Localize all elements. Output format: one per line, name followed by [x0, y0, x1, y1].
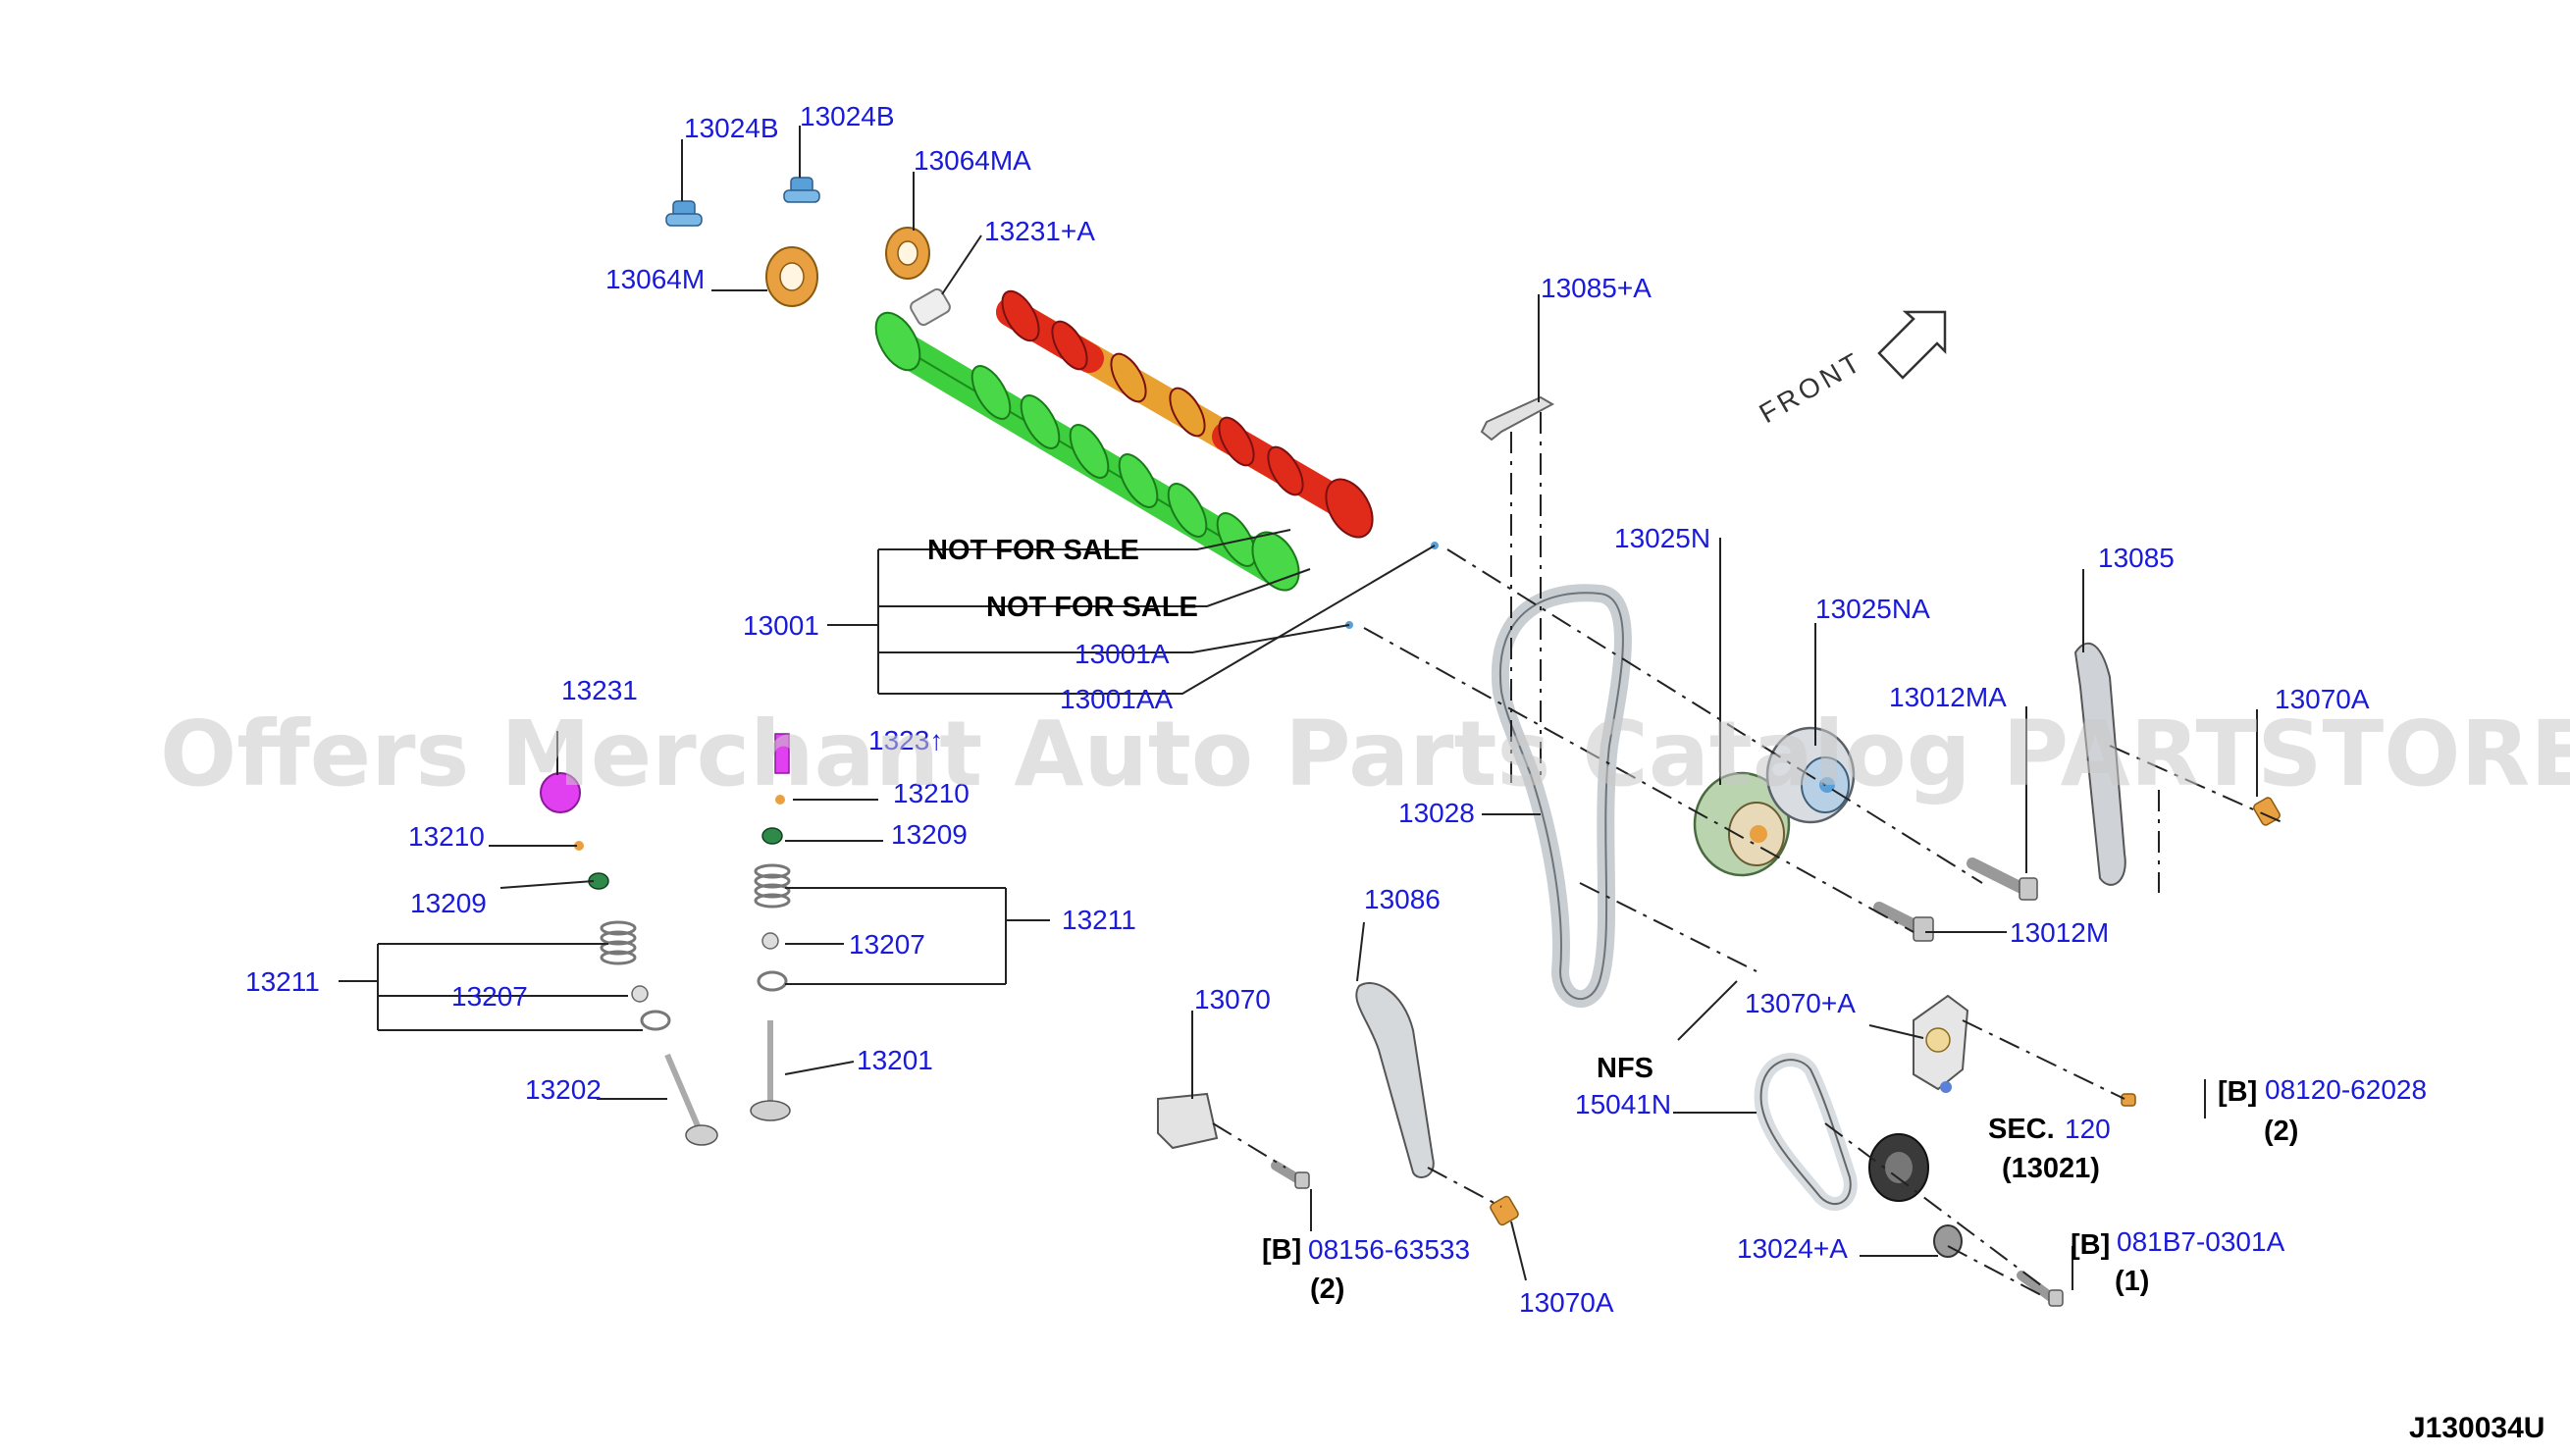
bushing-icon: [910, 287, 951, 327]
front-arrow-icon: [1877, 310, 1947, 380]
label-b-tag-081B7: [B]: [2071, 1229, 2110, 1261]
valve-washer-left-icon: [640, 1010, 671, 1031]
label-13025NA[interactable]: 13025NA: [1815, 594, 1930, 624]
sprocket-bolt-upper-icon: [1967, 858, 2038, 901]
label-13210-right[interactable]: 13210: [893, 778, 970, 808]
chain-slack-guide-icon: [1355, 982, 1435, 1178]
label-nfs: NFS: [1597, 1053, 1653, 1084]
label-not-for-sale-1: NOT FOR SALE: [927, 535, 1139, 566]
bolt-08120-icon: [2121, 1093, 2136, 1107]
oil-pump-chain-icon: [1754, 1053, 1858, 1211]
diagram-code: J130034U: [2409, 1412, 2544, 1444]
label-13201[interactable]: 13201: [857, 1045, 933, 1075]
label-13209-right[interactable]: 13209: [891, 819, 968, 850]
label-13211-right[interactable]: 13211: [1062, 905, 1136, 935]
valve-seat-right-icon: [761, 932, 779, 950]
camshaft-bolt-left-icon: [665, 200, 703, 227]
cam-sensor-plate-left-icon: [765, 246, 818, 307]
label-qty-08120: (2): [2264, 1116, 2298, 1147]
label-13085[interactable]: 13085: [2098, 543, 2175, 573]
label-13064MA[interactable]: 13064MA: [914, 145, 1031, 176]
oil-pump-tensioner-icon: [1913, 994, 1969, 1093]
intake-camshaft-icon: [874, 311, 1300, 592]
valve-washer-right-icon: [757, 970, 788, 992]
label-13207-left[interactable]: 13207: [451, 981, 528, 1012]
label-13070A-right[interactable]: 13070A: [2275, 684, 2370, 714]
label-13024B-right[interactable]: 13024B: [800, 101, 895, 131]
label-13012MA[interactable]: 13012MA: [1889, 682, 2007, 712]
label-13085A[interactable]: 13085+A: [1541, 273, 1652, 303]
label-13070[interactable]: 13070: [1194, 984, 1271, 1014]
label-13024B-left[interactable]: 13024B: [684, 113, 779, 143]
label-13025N[interactable]: 13025N: [1614, 523, 1710, 553]
camshaft-bolt-right-icon: [783, 177, 820, 203]
label-13231[interactable]: 13231: [561, 675, 638, 705]
label-sec-prefix: SEC.: [1988, 1114, 2055, 1145]
valve-lifter-left-icon: [540, 772, 581, 813]
label-13012M[interactable]: 13012M: [2010, 917, 2109, 948]
label-13001[interactable]: 13001: [743, 610, 819, 641]
exhaust-valve-icon: [664, 1053, 718, 1146]
label-13207-right[interactable]: 13207: [849, 929, 925, 960]
label-sec-120[interactable]: 120: [2065, 1114, 2111, 1144]
label-13001AA[interactable]: 13001AA: [1060, 684, 1174, 714]
label-13024plusA[interactable]: 13024+A: [1737, 1233, 1848, 1264]
label-08156-63533[interactable]: 08156-63533: [1308, 1234, 1470, 1265]
label-13070A-bottom[interactable]: 13070A: [1519, 1287, 1614, 1318]
label-13001A[interactable]: 13001A: [1075, 639, 1170, 669]
front-label: FRONT: [1755, 345, 1868, 429]
valve-spring-right-icon: [754, 863, 791, 909]
intake-valve-icon: [750, 1020, 791, 1121]
tensioner-bolt-icon: [1271, 1161, 1310, 1189]
label-13211-left[interactable]: 13211: [245, 966, 320, 997]
label-08120-62028[interactable]: 08120-62028: [2265, 1074, 2427, 1105]
timing-chain-icon: [1491, 584, 1632, 1009]
bolt-081B7-icon: [2017, 1271, 2064, 1307]
crank-sprocket-icon: [1868, 1133, 1929, 1202]
valve-seat-left-icon: [631, 985, 649, 1003]
center-lines: [1212, 412, 2287, 1296]
label-081B7-0301A[interactable]: 081B7-0301A: [2117, 1226, 2285, 1257]
cam-sensor-plate-right-icon: [885, 227, 930, 280]
label-b-tag-08120: [B]: [2218, 1076, 2257, 1108]
label-13209-left[interactable]: 13209: [410, 888, 487, 918]
sprocket-bolt-lower-icon: [1873, 902, 1934, 942]
leader-lines: [339, 126, 2258, 1290]
chain-tensioner-icon: [1157, 1092, 1219, 1150]
watermark-text: Offers Merchant Auto Parts Catalog PARTS…: [160, 702, 2570, 806]
valve-spring-left-icon: [600, 920, 637, 965]
label-sec-ref: (13021): [2002, 1153, 2100, 1184]
label-13086[interactable]: 13086: [1364, 884, 1441, 914]
label-13028[interactable]: 13028: [1398, 798, 1475, 828]
label-13231A-top[interactable]: 13231+A: [984, 216, 1095, 246]
valve-collet-left-icon: [574, 841, 584, 851]
valve-collet-right-icon: [775, 795, 785, 805]
slack-guide-bolt-icon: [1490, 1195, 1519, 1226]
label-13231-right[interactable]: 1323↑: [868, 725, 943, 755]
exhaust-camshaft-icon: [996, 289, 1374, 539]
label-13064M[interactable]: 13064M: [605, 264, 705, 294]
label-13210-left[interactable]: 13210: [408, 821, 485, 852]
valve-retainer-right-icon: [761, 827, 783, 845]
label-not-for-sale-2: NOT FOR SALE: [986, 592, 1198, 623]
chain-guide-bracket-icon: [1480, 395, 1555, 442]
label-13202[interactable]: 13202: [525, 1074, 602, 1105]
valve-lifter-right-icon: [774, 733, 790, 774]
label-b-tag-08156: [B]: [1262, 1234, 1301, 1266]
label-15041N[interactable]: 15041N: [1575, 1089, 1671, 1119]
label-qty-081B7: (1): [2115, 1266, 2149, 1297]
label-13070plusA[interactable]: 13070+A: [1745, 988, 1856, 1018]
label-qty-08156: (2): [1310, 1274, 1344, 1305]
chain-tension-guide-icon: [2073, 642, 2126, 886]
